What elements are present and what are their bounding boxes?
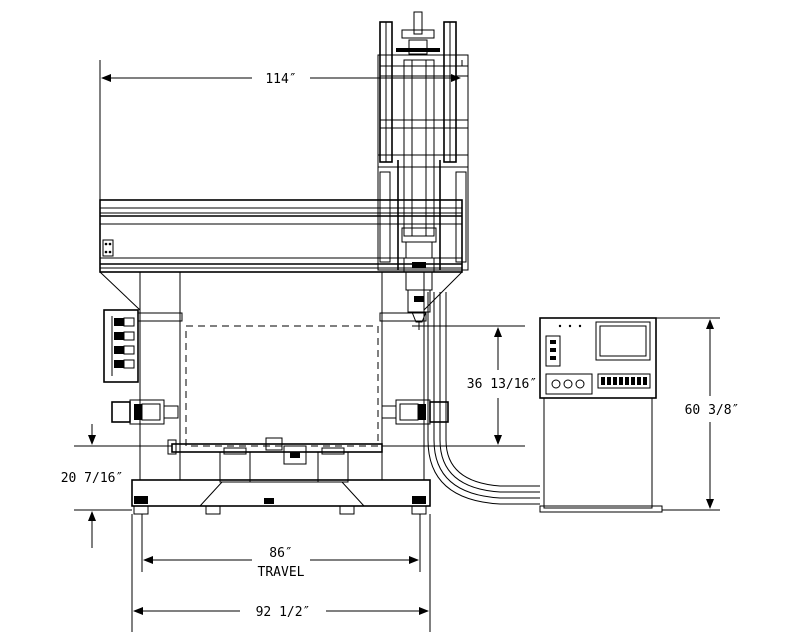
dim-bed-height: 20 7/16″ — [61, 424, 172, 548]
machine-base — [131, 479, 431, 515]
machine-bed — [167, 437, 383, 483]
z-axis-tower — [377, 11, 469, 330]
work-envelope — [185, 325, 379, 447]
control-cabinet — [539, 317, 663, 513]
right-motor — [381, 399, 449, 425]
cable-chains — [427, 292, 540, 505]
dim-label-86: 86″ — [269, 546, 292, 561]
tool-changer-panel — [103, 309, 139, 383]
dim-114-width: 114″ — [99, 60, 463, 200]
dim-z-height: 36 13/16″ — [382, 325, 537, 447]
dim-label-60-3-8: 60 3/8″ — [685, 403, 740, 418]
gantry-beam — [99, 199, 463, 273]
dim-cabinet-height: 60 3/8″ — [656, 317, 740, 511]
dim-label-travel: TRAVEL — [258, 565, 305, 580]
dim-label-36-13-16: 36 13/16″ — [467, 377, 537, 392]
left-motor — [111, 399, 179, 425]
dim-travel: 86″ TRAVEL — [141, 514, 421, 580]
dim-label-92-1-2: 92 1/2″ — [256, 605, 311, 620]
dim-label-114: 114″ — [265, 72, 296, 87]
dim-base-width: 92 1/2″ — [131, 514, 431, 632]
dim-label-20-7-16: 20 7/16″ — [61, 471, 124, 486]
